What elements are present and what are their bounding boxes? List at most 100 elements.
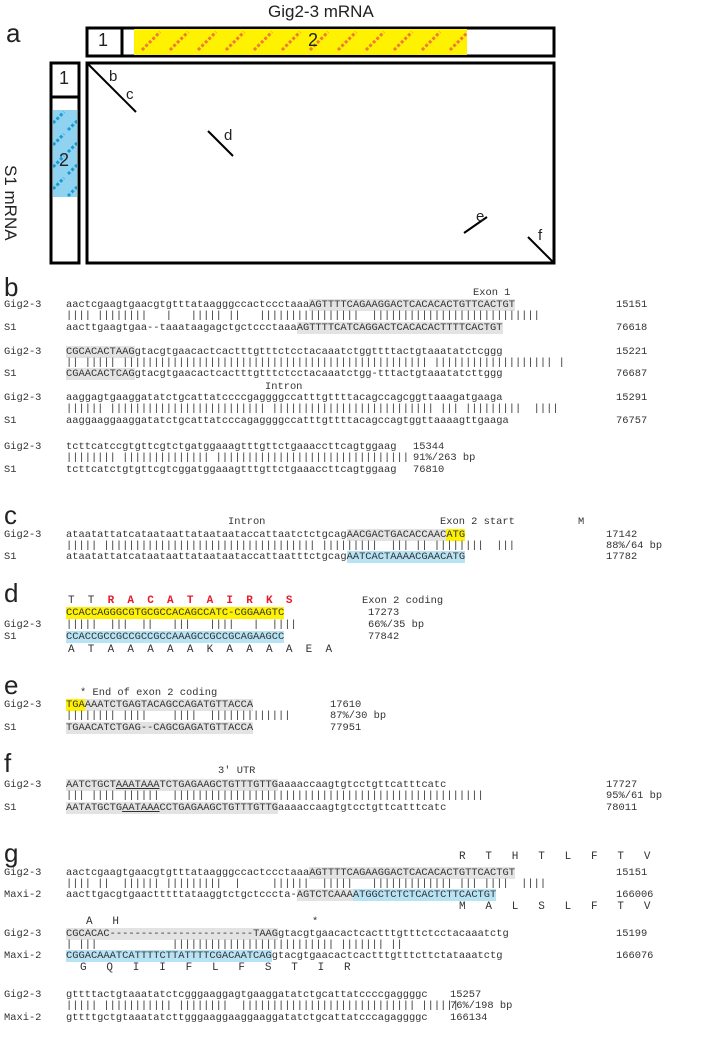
panel-b-label: b — [4, 272, 19, 302]
g-row3-seq2: gttttgctgtaaatatcttgggaaggaaggaaggatatct… — [66, 1012, 428, 1024]
g-row1-name2: Maxi-2 — [4, 889, 42, 901]
b-row4-seq1: tcttcatccgtgttcgtctgatggaaagtttgttctgaaa… — [66, 441, 397, 453]
g-identity: 76%/198 bp — [450, 1000, 513, 1012]
d-match: ||||| ||| || ||| |||| | |||| — [66, 619, 297, 631]
b-row3-name1: Gig2-3 — [4, 392, 42, 404]
b-row2-match: || ||||| |||||||||||||||||||||||||||||||… — [66, 357, 565, 369]
b-row2-name1: Gig2-3 — [4, 346, 42, 358]
f-seq2: AATATGCTGAATAAACCTGAGAAGCTGTTTGTTGaaaacc… — [66, 802, 447, 814]
c-coord2: 17782 — [606, 551, 638, 563]
exon2-start-label: Exon 2 start — [440, 516, 515, 528]
b-row3-name2: S1 — [4, 415, 17, 427]
diag-label-d: d — [224, 127, 233, 144]
diag-label-e: e — [476, 208, 485, 225]
b-row3-coord2: 76757 — [616, 415, 648, 427]
diagonal-f — [527, 236, 554, 263]
diagonal-e — [463, 216, 488, 234]
c-match: ||||| ||||||||||||||||||||||||||||||||||… — [66, 540, 515, 552]
diag-label-c: c — [126, 86, 134, 103]
g-row2-coord2: 166076 — [616, 950, 654, 962]
panel-a-label: a — [6, 18, 21, 48]
dot-plot-box — [85, 61, 556, 265]
e-name1: Gig2-3 — [4, 699, 42, 711]
f-match: ||| |||| |||||| ||||||||||||||||||||||||… — [66, 790, 484, 802]
b-row2-seq1: CGCACACTAAGgtacgtgaacactcactttgtttctccta… — [66, 346, 503, 358]
e-match: |||||||| |||| |||| ||||||||||||| — [66, 710, 291, 722]
e-identity: 87%/30 bp — [330, 710, 387, 722]
diagonal-d — [207, 130, 234, 157]
g-row2-match: | ||| |||||||||||||||||||||||||| |||||||… — [66, 939, 403, 951]
panel-g-label: g — [4, 838, 19, 868]
f-seq1: AATCTGCTAAATAAATCTGAGAAGCTGTTTGTTGaaaacc… — [66, 779, 447, 791]
g-row1-coord2: 166006 — [616, 889, 654, 901]
b-row2-coord1: 15221 — [616, 346, 648, 358]
b-row4-seq2: tcttcatctgtgttcgtcggatggaaagtttgttctgaaa… — [66, 464, 397, 476]
c-seq1: ataatattatcataataattataataataccattaatctc… — [66, 529, 466, 541]
d-name1: Gig2-3 — [4, 619, 42, 631]
g-row3-coord1: 15257 — [450, 989, 482, 1001]
d-aa-top: T T R A C A T A I R K S — [68, 595, 293, 607]
g-aa1-bottom: M A L S L F T V — [459, 901, 651, 913]
b-row3-seq1: aaggagtgaaggatatctgcattatccccgaggggccatt… — [66, 392, 503, 404]
b-row1-seq1: aactcgaagtgaacgtgtttataagggccactccctaaaA… — [66, 299, 515, 311]
diag-label-f: f — [538, 227, 543, 244]
g-row3-name2: Maxi-2 — [4, 1012, 42, 1024]
intron-label-b: Intron — [265, 381, 303, 393]
g-row1-match: |||| || |||||| ||||||||| | |||||| ||||| … — [66, 878, 547, 890]
utr-label: 3' UTR — [218, 765, 256, 777]
d-seq1: CCACCAGGGCGTGCGCCACAGCCATC-CGGAAGTC — [66, 607, 285, 619]
g-row2-name1: Gig2-3 — [4, 928, 42, 940]
g-row3-coord2: 166134 — [450, 1012, 488, 1024]
b-row1-coord2: 76618 — [616, 322, 648, 334]
panel-d-label: d — [4, 578, 19, 608]
panel-e-label: e — [4, 670, 19, 700]
e-coord2: 77951 — [330, 722, 362, 734]
exon2-coding-label: Exon 2 coding — [362, 595, 444, 607]
c-identity: 88%/64 bp — [606, 540, 663, 552]
s1-exon2-region — [53, 110, 77, 197]
top-exon1-label: 1 — [98, 30, 109, 50]
g-row2-seq2: CGGACAAATCATTTTCTTATTTTCGACAATCAGgtacgtg… — [66, 950, 503, 962]
side-exon1-label: 1 — [59, 68, 70, 88]
exon1-label: Exon 1 — [473, 287, 511, 299]
g-row3-match: ||||| ||||||||||| |||||||| |||||||||||||… — [66, 1000, 459, 1012]
g-row1-seq2: aacttgacgtgaactttttataaggtctgctcccta-AGT… — [66, 889, 497, 901]
m-label: M — [578, 516, 585, 528]
e-coord1: 17610 — [330, 699, 362, 711]
e-seq1: TGAAAATCTGAGTACAGCCAGATGTTACCA — [66, 699, 254, 711]
dot-plot-figure — [49, 26, 556, 265]
b-row3-coord1: 15291 — [616, 392, 648, 404]
e-name2: S1 — [4, 722, 17, 734]
g-row3-name1: Gig2-3 — [4, 989, 42, 1001]
g-aa2-top: A H — [86, 916, 120, 928]
g-aa2-bottom: G Q I I F L F S T I R — [80, 962, 351, 974]
b-identity: 91%/263 bp — [413, 452, 476, 464]
b-row1-seq2: aacttgaagtgaa--taaataagagctgctccctaaaAGT… — [66, 322, 503, 334]
b-row4-name2: S1 — [4, 464, 17, 476]
g-aa1-top: R T H T L F T V — [459, 851, 651, 863]
panel-c-label: c — [4, 500, 17, 530]
f-name1: Gig2-3 — [4, 779, 42, 791]
e-note: * End of exon 2 coding — [80, 687, 218, 699]
side-exon2-label: 2 — [59, 150, 70, 170]
d-seq2: CCACCGCCGCCGCCGCCAAAGCCGCCGCAGAAGCC — [66, 631, 285, 643]
b-row2-seq2: CGAACACTCAGgtacgtgaacactcactttgtttctccta… — [66, 368, 503, 380]
b-row1-name2: S1 — [4, 322, 17, 334]
b-row4-coord2: 76810 — [413, 464, 445, 476]
d-identity: 66%/35 bp — [368, 619, 425, 631]
panel-f-label: f — [4, 748, 12, 778]
b-row1-name1: Gig2-3 — [4, 299, 42, 311]
g-row3-seq1: gttttactgtaaatatctcgggaaggagtgaaggatatct… — [66, 989, 428, 1001]
b-row4-name1: Gig2-3 — [4, 441, 42, 453]
e-seq2: TGAACATCTGAG--CAGCGAGATGTTACCA — [66, 722, 254, 734]
d-name2: S1 — [4, 631, 17, 643]
c-coord1: 17142 — [606, 529, 638, 541]
c-seq2: ataatattatcataataattataataataccattaatttc… — [66, 551, 466, 563]
b-row3-match: |||||| ||||||||||||||||||||||||| |||||||… — [66, 403, 559, 415]
g-row2-name2: Maxi-2 — [4, 950, 42, 962]
b-row2-name2: S1 — [4, 368, 17, 380]
b-row3-seq2: aaggaaggaaggatatctgcattatcccagaggggccatt… — [66, 415, 509, 427]
g-row2-seq1: CGCACAC-----------------------TAAGgtacgt… — [66, 928, 509, 940]
g-row1-name1: Gig2-3 — [4, 867, 42, 879]
c-name1: Gig2-3 — [4, 529, 42, 541]
